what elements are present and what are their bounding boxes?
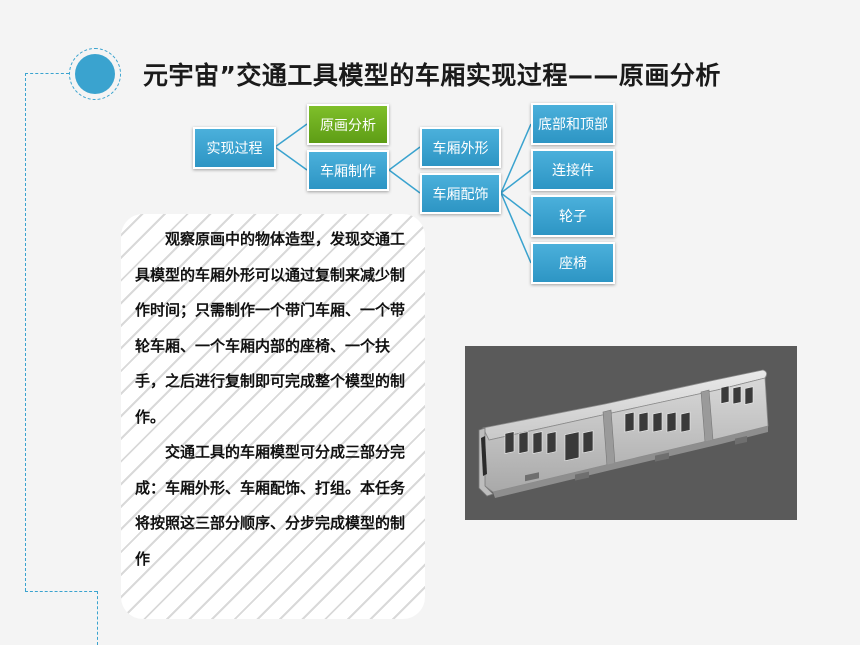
mindmap-node-original-analysis: 原画分析 bbox=[307, 104, 389, 145]
frame-line-bottom-drop bbox=[97, 591, 98, 645]
mindmap-node-bottom-top: 底部和顶部 bbox=[531, 103, 615, 145]
frame-line-left bbox=[25, 73, 26, 591]
description-paragraph-1: 观察原画中的物体造型，发现交通工具模型的车厢外形可以通过复制来减少制作时间；只需… bbox=[135, 230, 406, 426]
frame-line-bottom bbox=[25, 591, 97, 592]
mindmap-node-connector: 连接件 bbox=[531, 149, 615, 191]
description-panel: 观察原画中的物体造型，发现交通工具模型的车厢外形可以通过复制来减少制作时间；只需… bbox=[121, 214, 425, 619]
mindmap-node-root: 实现过程 bbox=[193, 127, 276, 169]
description-paragraph-2: 交通工具的车厢模型可分成三部分完成：车厢外形、车厢配饰、打组。本任务将按照这三部… bbox=[135, 443, 406, 568]
mindmap-node-seats: 座椅 bbox=[531, 242, 615, 284]
mindmap-node-wheels: 轮子 bbox=[531, 195, 615, 237]
frame-line-top bbox=[25, 73, 69, 74]
title-bullet-icon bbox=[75, 54, 115, 94]
mindmap-node-carriage-making: 车厢制作 bbox=[307, 150, 389, 191]
title-bullet-ring bbox=[69, 48, 121, 100]
train-carriage-icon bbox=[478, 369, 769, 498]
mindmap-node-carriage-accessories: 车厢配饰 bbox=[420, 173, 501, 214]
mindmap-node-carriage-shape: 车厢外形 bbox=[420, 127, 501, 168]
train-carriage-render bbox=[465, 346, 797, 520]
page-title: 元宇宙”交通工具模型的车厢实现过程——原画分析 bbox=[143, 61, 721, 90]
